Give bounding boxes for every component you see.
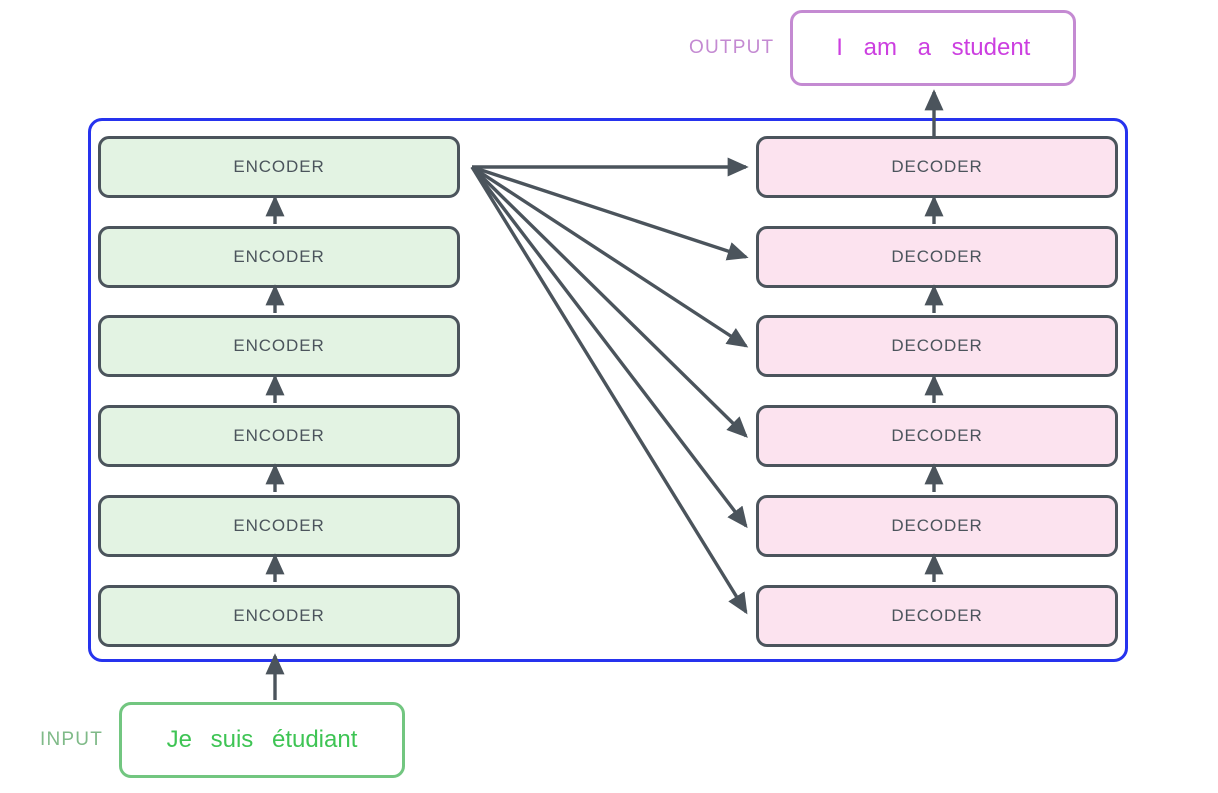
- encoder-layer-label: ENCODER: [233, 426, 325, 445]
- encoder-layer-3[interactable]: ENCODER: [98, 315, 460, 377]
- decoder-layer-6[interactable]: DECODER: [756, 585, 1118, 647]
- output-box[interactable]: I am a student: [790, 10, 1077, 86]
- encoder-layer-label: ENCODER: [233, 247, 325, 266]
- encoder-layer-label: ENCODER: [233, 516, 325, 535]
- encoder-layer-label: ENCODER: [233, 606, 325, 625]
- decoder-layer-1[interactable]: DECODER: [756, 136, 1118, 198]
- output-text: I am a student: [836, 34, 1031, 61]
- encoder-layer-5[interactable]: ENCODER: [98, 495, 460, 557]
- input-group: INPUT Je suis étudiant: [40, 702, 405, 778]
- decoder-layer-5[interactable]: DECODER: [756, 495, 1118, 557]
- decoder-layer-label: DECODER: [891, 336, 983, 355]
- input-text: Je suis étudiant: [166, 726, 358, 753]
- decoder-layer-2[interactable]: DECODER: [756, 226, 1118, 288]
- decoder-layer-label: DECODER: [891, 157, 983, 176]
- decoder-layer-label: DECODER: [891, 426, 983, 445]
- decoder-layer-3[interactable]: DECODER: [756, 315, 1118, 377]
- encoder-layer-label: ENCODER: [233, 336, 325, 355]
- input-box[interactable]: Je suis étudiant: [119, 702, 405, 778]
- encoder-layer-4[interactable]: ENCODER: [98, 405, 460, 467]
- decoder-layer-label: DECODER: [891, 516, 983, 535]
- encoder-layer-1[interactable]: ENCODER: [98, 136, 460, 198]
- decoder-layer-label: DECODER: [891, 606, 983, 625]
- encoder-layer-6[interactable]: ENCODER: [98, 585, 460, 647]
- transformer-container: [88, 118, 1128, 662]
- output-group: OUTPUT I am a student: [689, 10, 1077, 86]
- input-label: INPUT: [40, 729, 103, 750]
- decoder-layer-label: DECODER: [891, 247, 983, 266]
- encoder-layer-label: ENCODER: [233, 157, 325, 176]
- encoder-layer-2[interactable]: ENCODER: [98, 226, 460, 288]
- decoder-layer-4[interactable]: DECODER: [756, 405, 1118, 467]
- output-label: OUTPUT: [689, 37, 775, 58]
